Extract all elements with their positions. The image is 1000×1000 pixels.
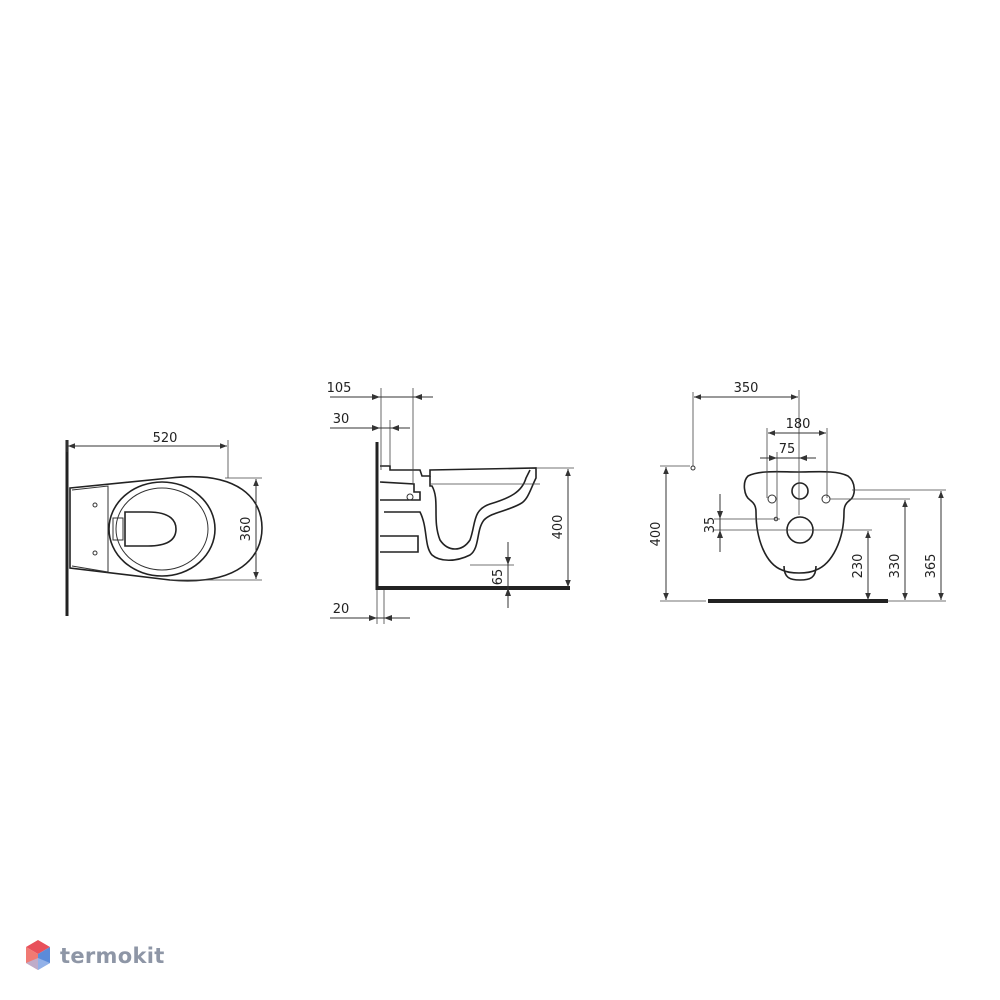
rear-view-400-label: 400	[649, 522, 664, 547]
top-view-width-label: 520	[153, 431, 178, 446]
rear-view-inlet	[791, 482, 809, 500]
side-view-bowl-inner	[429, 469, 531, 550]
rear-view-fixing-right	[821, 494, 831, 504]
brand-name: termokit	[60, 944, 165, 968]
top-view-seat-outer	[108, 481, 216, 577]
side-view-65-arrows	[505, 557, 511, 596]
rear-view-35-arrows	[717, 511, 723, 538]
rear-view-230-label: 230	[851, 554, 866, 579]
side-view-bracket-lower	[380, 535, 419, 553]
side-view-400-label: 400	[551, 515, 566, 540]
rear-view-330-label: 330	[888, 554, 903, 579]
rear-view-75-label: 75	[779, 442, 796, 457]
side-view-20-label: 20	[333, 602, 350, 617]
top-view-hinge	[112, 517, 124, 541]
side-view-bracket-upper	[379, 481, 421, 501]
top-view-mount-plate	[71, 485, 109, 573]
rear-view-fixing-left	[767, 494, 777, 504]
rear-view-35-label: 35	[703, 517, 718, 534]
top-view-bowl-outline	[69, 475, 263, 582]
rear-view-75-arrows	[769, 455, 807, 461]
side-view-65-label: 65	[491, 569, 506, 586]
rear-view-365-label: 365	[924, 554, 939, 579]
side-view-30-arrows	[372, 425, 399, 431]
brand-logo: termokit	[24, 936, 165, 976]
rear-view-350-label: 350	[734, 381, 759, 396]
top-view-fixing-hole-lower	[92, 550, 98, 556]
side-view-inlet-hole	[406, 493, 414, 501]
side-view-bowl-profile	[380, 465, 537, 562]
top-view-seat-inner	[115, 487, 209, 571]
rear-view-outlet	[783, 565, 817, 581]
side-view-30-label: 30	[333, 412, 350, 427]
rear-view-reference-point	[690, 465, 696, 471]
top-view-bowl-opening	[124, 511, 177, 547]
rear-view: 350 180 75 35 400 230 330 365	[649, 381, 946, 603]
rear-view-180-label: 180	[786, 417, 811, 432]
top-view: 520 360	[65, 431, 263, 616]
termokit-cube-icon	[26, 940, 50, 970]
side-view: 105 30 400 65 20	[327, 381, 574, 624]
side-view-20-arrows	[369, 615, 392, 621]
top-view-fixing-hole-upper	[92, 502, 98, 508]
top-view-depth-label: 360	[239, 517, 254, 542]
side-view-105-label: 105	[327, 381, 352, 396]
